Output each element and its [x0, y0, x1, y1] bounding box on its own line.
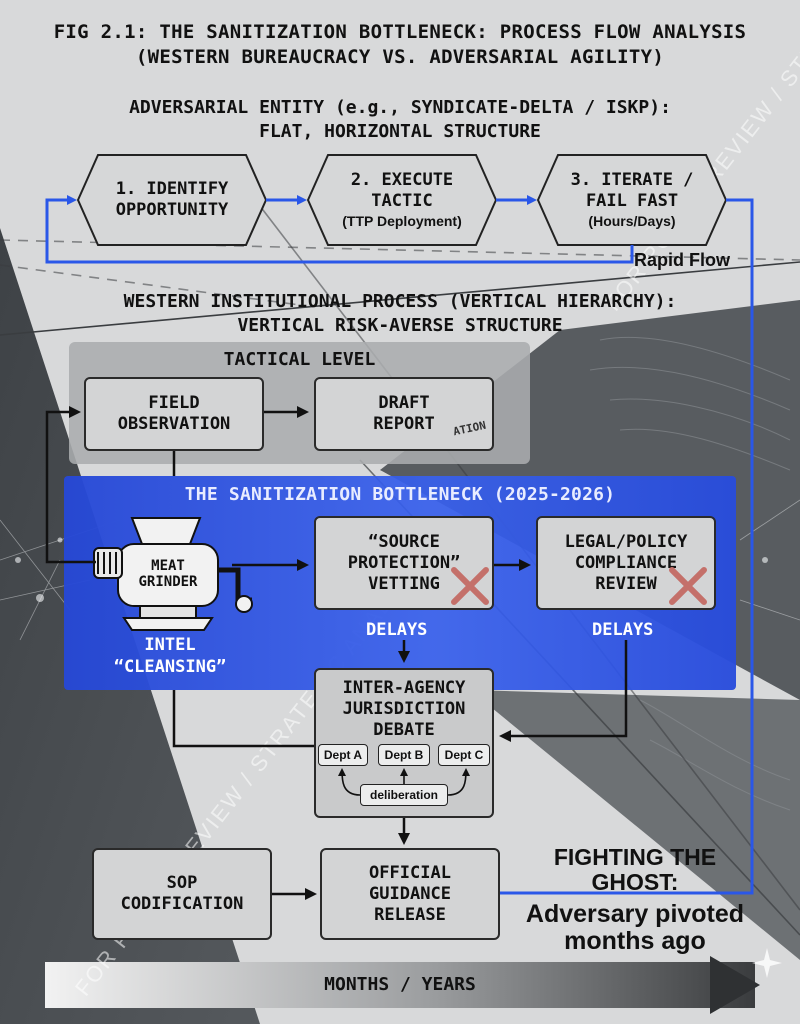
inter-agency-line2: JURISDICTION [342, 699, 466, 719]
field-observation-box: FIELD OBSERVATION [84, 377, 264, 451]
arrow-loop-to-field [45, 406, 96, 564]
western-heading-line2: VERTICAL RISK-AVERSE STRUCTURE [237, 315, 563, 336]
intel-cleansing-caption: INTEL “CLEANSING” [100, 634, 240, 678]
grinder-body-line1: MEAT [151, 558, 185, 574]
sop-line1: SOP [166, 873, 198, 893]
step-1-label: 1. IDENTIFY OPPORTUNITY [98, 160, 246, 240]
field-observation-line1: FIELD [148, 393, 200, 413]
field-observation-line2: OBSERVATION [117, 414, 231, 434]
timeline-arrowhead [710, 956, 760, 1014]
timeline-bar [45, 962, 755, 1008]
fighting-the-ghost-callout: FIGHTING THE GHOST: Adversary pivoted mo… [520, 845, 750, 955]
draft-report-box: DRAFT REPORT ATION [314, 377, 494, 451]
dept-a-chip: Dept A [318, 744, 368, 766]
step-3-line2: FAIL FAST [585, 191, 679, 211]
step-2-line2: TACTIC [371, 191, 433, 211]
grinder-body-line2: GRINDER [138, 574, 198, 590]
source-protection-line2: PROTECTION” [347, 552, 461, 573]
tactical-level-title: TACTICAL LEVEL [223, 349, 376, 370]
ghost-line3: Adversary pivoted [525, 900, 745, 928]
source-protection-line3: VETTING [368, 573, 440, 594]
ghost-connector [500, 198, 754, 895]
reject-x-icon [669, 567, 707, 605]
legal-policy-review-box: LEGAL/POLICY COMPLIANCE REVIEW [536, 516, 716, 610]
guidance-line2: GUIDANCE [369, 883, 451, 904]
sparkle-icon [752, 948, 782, 978]
source-protection-line1: “SOURCE [368, 531, 440, 552]
ghost-line2: GHOST: [591, 869, 679, 895]
contour-lines [589, 336, 791, 811]
draft-report-line1: DRAFT [378, 393, 430, 413]
figure-title-line1: FIG 2.1: THE SANITIZATION BOTTLENECK: PR… [53, 21, 747, 43]
ghost-line4: months ago [564, 927, 706, 955]
step-1-line2: OPPORTUNITY [115, 200, 229, 220]
timeline-label: MONTHS / YEARS [324, 974, 476, 995]
ghost-line1: FIGHTING THE [553, 844, 717, 870]
step-2-sub: (TTP Deployment) [342, 213, 462, 229]
adversary-heading: ADVERSARIAL ENTITY (e.g., SYNDICATE-DELT… [0, 96, 800, 144]
network-nodes [15, 537, 768, 602]
meat-grinder-text: MEAT GRINDER [118, 558, 218, 590]
sop-codification-box: SOP CODIFICATION [92, 848, 272, 940]
dept-b-chip: Dept B [378, 744, 430, 766]
legal-review-line3: REVIEW [595, 573, 657, 594]
deliberation-loop-right [447, 768, 470, 796]
adversary-heading-line2: FLAT, HORIZONTAL STRUCTURE [259, 121, 541, 142]
arrow-legal-to-debate [499, 640, 628, 742]
rapid-flow-label: Rapid Flow [634, 250, 730, 270]
step-1-line1: 1. IDENTIFY [115, 179, 229, 199]
step-2-line1: 2. EXECUTE [350, 170, 454, 190]
dept-c-chip: Dept C [438, 744, 490, 766]
legal-review-line1: LEGAL/POLICY [564, 531, 688, 552]
arrow-debate-feedback [172, 690, 314, 748]
step-3-line1: 3. ITERATE / [570, 170, 694, 190]
adversary-heading-line1: ADVERSARIAL ENTITY (e.g., SYNDICATE-DELT… [129, 97, 671, 118]
figure-title-line2: (WESTERN BUREAUCRACY VS. ADVERSARIAL AGI… [135, 46, 665, 68]
legal-review-line2: COMPLIANCE [574, 552, 678, 573]
sop-line2: CODIFICATION [120, 894, 244, 914]
inter-agency-line3: DEBATE [373, 720, 435, 740]
western-heading: WESTERN INSTITUTIONAL PROCESS (VERTICAL … [0, 290, 800, 338]
deliberation-loop-left [338, 768, 361, 796]
western-heading-line1: WESTERN INSTITUTIONAL PROCESS (VERTICAL … [123, 291, 677, 312]
deliberation-chip: deliberation [360, 784, 448, 806]
delays-label-left: DELAYS [366, 620, 428, 640]
intel-cleansing-line2: “CLEANSING” [113, 657, 227, 677]
bottleneck-title: THE SANITIZATION BOTTLENECK (2025-2026) [184, 484, 616, 505]
reject-x-icon [451, 567, 489, 605]
rapid-flow-loop [45, 195, 634, 264]
intel-cleansing-line1: INTEL [144, 635, 196, 655]
delays-label-right: DELAYS [592, 620, 654, 640]
step-3-sub: (Hours/Days) [588, 213, 676, 229]
guidance-line3: RELEASE [374, 904, 446, 925]
guidance-line1: OFFICIAL [369, 862, 451, 883]
figure-title: FIG 2.1: THE SANITIZATION BOTTLENECK: PR… [0, 20, 800, 70]
step-2-label: 2. EXECUTE TACTIC (TTP Deployment) [328, 160, 476, 240]
inter-agency-line1: INTER-AGENCY [342, 678, 466, 698]
draft-report-line2: REPORT [373, 414, 435, 434]
official-guidance-box: OFFICIAL GUIDANCE RELEASE [320, 848, 500, 940]
step-3-label: 3. ITERATE / FAIL FAST (Hours/Days) [558, 160, 706, 240]
